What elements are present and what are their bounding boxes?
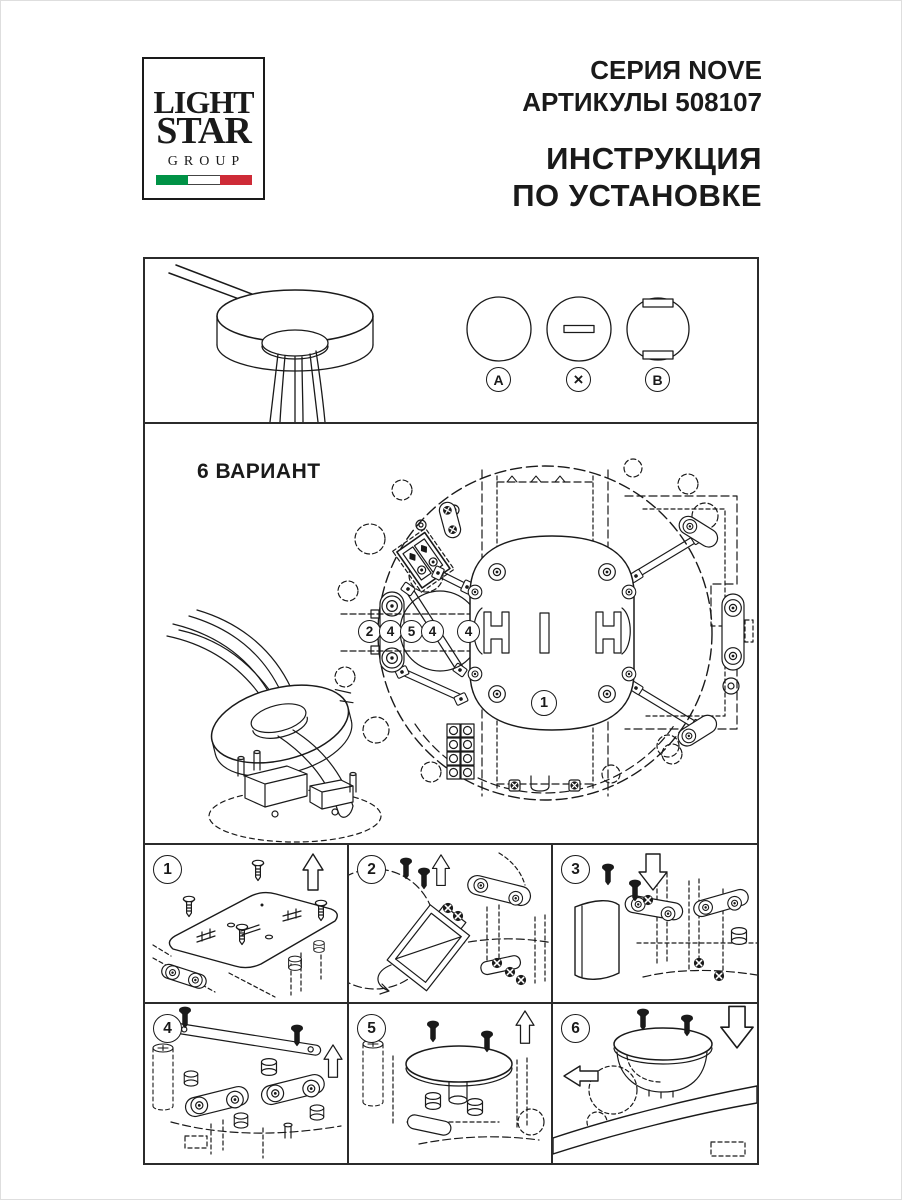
step-5-drawing — [362, 1010, 545, 1145]
step-4-number: 4 — [153, 1014, 182, 1043]
fastener-label-b: B — [645, 367, 670, 392]
callout-2: 2 — [358, 620, 381, 643]
header-text: СЕРИЯ NOVE АРТИКУЛЫ 508107 ИНСТРУКЦИЯ ПО… — [512, 54, 762, 215]
step-6-cell: 6 — [553, 1004, 757, 1163]
step-5-number: 5 — [357, 1014, 386, 1043]
canopy-and-fasteners-drawing — [168, 264, 690, 422]
step-6-number: 6 — [561, 1014, 590, 1043]
step-3-number: 3 — [561, 855, 590, 884]
step-5-cell: 5 — [349, 1004, 553, 1163]
variant-title: 6 ВАРИАНТ — [197, 460, 321, 483]
step-1-cell: 1 — [145, 845, 349, 1004]
fastener-label-a: A — [486, 367, 511, 392]
step-6-drawing — [553, 1005, 757, 1157]
italian-flag-bar — [155, 175, 252, 185]
step-4-drawing — [152, 1006, 343, 1159]
step-3-cell: 3 — [553, 845, 757, 1004]
variant-panel: 6 ВАРИАНТ — [143, 422, 759, 845]
mounting-plate-diagram — [166, 458, 754, 843]
steps-grid: 1 — [143, 843, 759, 1165]
lightstar-logo: LIGHT STAR GROUP — [142, 57, 265, 200]
step-2-cell: 2 — [349, 845, 553, 1004]
callout-1: 1 — [531, 690, 557, 716]
series-title: СЕРИЯ NOVE — [590, 55, 762, 85]
fastener-panel: A × B — [143, 257, 759, 424]
step-4-cell: 4 — [145, 1004, 349, 1163]
logo-word-star: STAR — [156, 110, 252, 153]
callout-4c: 4 — [457, 620, 480, 643]
step-1-number: 1 — [153, 855, 182, 884]
doc-title-line1: ИНСТРУКЦИЯ — [546, 141, 762, 177]
doc-title-line2: ПО УСТАНОВКЕ — [512, 178, 762, 214]
logo-word-group: GROUP — [167, 154, 246, 169]
step-3-drawing — [574, 853, 757, 982]
callout-4b: 4 — [421, 620, 444, 643]
logo-word-light: LIGHT — [153, 84, 255, 121]
callout-4a: 4 — [379, 620, 402, 643]
step-2-drawing — [349, 852, 551, 995]
fastener-label-cross: × — [566, 367, 591, 392]
callout-5: 5 — [400, 620, 423, 643]
step-1-drawing — [152, 853, 338, 998]
article-number: АРТИКУЛЫ 508107 — [522, 87, 762, 118]
step-2-number: 2 — [357, 855, 386, 884]
